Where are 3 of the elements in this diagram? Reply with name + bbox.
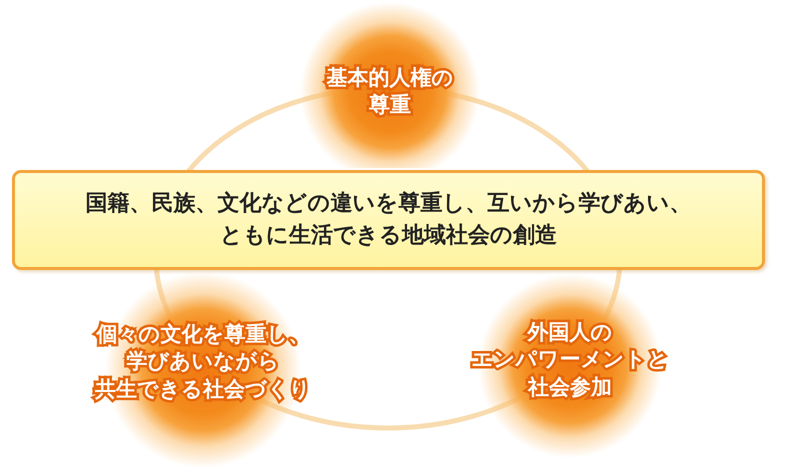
message-box — [12, 170, 765, 270]
node-text: 国籍、民族、文化などの違いを尊重し、互いから学びあい、ともに生活できる地域社会の創造 — [86, 190, 692, 250]
node-text: 基本的人権の尊重 — [326, 64, 454, 119]
